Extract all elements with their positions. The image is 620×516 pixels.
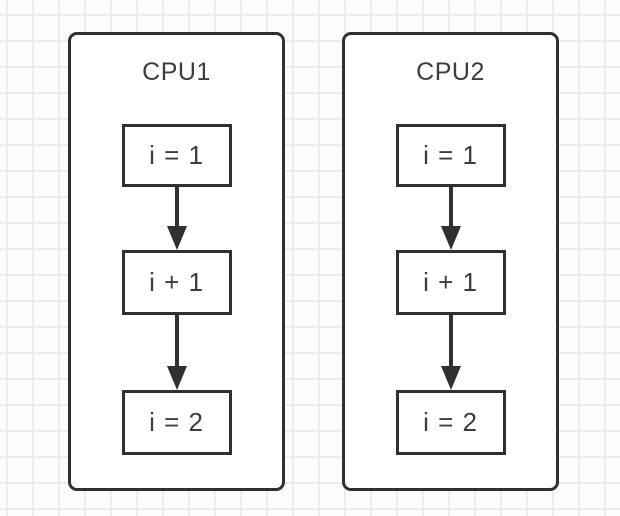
cpu1-step-box-2: i + 1	[121, 250, 232, 315]
arrow-shaft	[174, 315, 179, 368]
cpu2-title: CPU2	[416, 58, 485, 86]
cpu1-title: CPU1	[142, 58, 211, 86]
cpu2-step-label-3: i = 2	[423, 407, 478, 437]
cpu1-arrow-down-icon-1	[166, 187, 187, 250]
cpu1-arrow-down-icon-2	[166, 315, 187, 390]
cpu2-arrow-down-icon-1	[440, 187, 461, 250]
arrow-head	[440, 226, 461, 250]
cpu2-step-box-1: i = 1	[395, 124, 506, 187]
cpu2-step-box-2: i + 1	[395, 250, 506, 315]
arrow-head	[440, 366, 461, 390]
arrow-head	[166, 366, 187, 390]
cpu1-step-box-1: i = 1	[121, 124, 232, 187]
cpu2-step-label-2: i + 1	[423, 267, 478, 297]
cpu2-arrow-down-icon-2	[440, 315, 461, 390]
cpu1-step-label-3: i = 2	[149, 407, 204, 437]
cpu2-step-label-1: i = 1	[423, 140, 478, 170]
cpu1-step-label-1: i = 1	[149, 140, 204, 170]
arrow-head	[166, 226, 187, 250]
cpu1-container: CPU1 i = 1 i + 1 i = 2	[68, 32, 285, 491]
cpu2-step-box-3: i = 2	[395, 390, 506, 455]
arrow-shaft	[448, 315, 453, 368]
cpu1-step-label-2: i + 1	[149, 267, 204, 297]
arrow-shaft	[448, 187, 453, 228]
cpu1-step-box-3: i = 2	[121, 390, 232, 455]
arrow-shaft	[174, 187, 179, 228]
cpu2-container: CPU2 i = 1 i + 1 i = 2	[342, 32, 559, 491]
